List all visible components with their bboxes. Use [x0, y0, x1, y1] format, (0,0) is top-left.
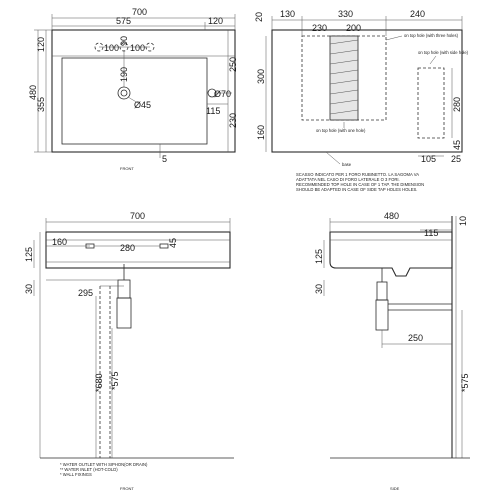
top-plan-view: 20 130 330 240 230 200 300 160 280 45 10… [254, 9, 469, 192]
basin-side-profile [329, 231, 453, 277]
dim-45-front: 45 [168, 238, 178, 248]
top-front-view: 700 575 120 480 355 120 100 100 90 190 Ø… [28, 7, 238, 171]
siphon-side-trap [376, 281, 388, 301]
dim-355: 355 [36, 97, 46, 112]
dim-230: 230 [228, 113, 238, 128]
plan-outline [271, 29, 463, 153]
plan-note-line-3: RECOMMENDED TOP HOLE IN CASE OF 1 TAP. T… [296, 182, 424, 187]
dim-105: 105 [421, 154, 436, 164]
dim-330: 330 [338, 9, 353, 19]
dim-125-side: 125 [314, 249, 324, 264]
dim-480: 480 [28, 85, 38, 100]
drain-inner [120, 89, 128, 97]
bottom-side-view: 480 115 10 125 30 250 *575 SIDE [314, 211, 470, 491]
dim-280-plan: 280 [452, 97, 462, 112]
dim-230-plan: 230 [312, 23, 327, 33]
dim-240: 240 [410, 9, 425, 19]
bottom-side-caption: SIDE [390, 486, 400, 491]
siphon-side-bottle [375, 299, 389, 331]
dim-160-front: 160 [52, 237, 67, 247]
dim-90: 90 [119, 36, 129, 46]
dim-side-hole: Ø70 [214, 89, 231, 99]
tap-slot-right [159, 243, 169, 249]
dim-120-left: 120 [36, 37, 46, 52]
dim-575: 575 [116, 16, 131, 26]
legend-line-3: * WALL FIXINGS [60, 472, 92, 477]
dim-5: 5 [162, 154, 167, 164]
dim-700-front: 700 [130, 211, 145, 221]
dim-575-side: *575 [460, 373, 470, 392]
dim-300: 300 [256, 69, 266, 84]
dim-280-front: 280 [120, 243, 135, 253]
dim-700: 700 [132, 7, 147, 17]
dim-680: *680 [94, 373, 104, 392]
dim-295: 295 [78, 288, 93, 298]
basin-front-body [45, 231, 231, 269]
top-front-caption: FRONT [120, 166, 134, 171]
dim-20: 20 [254, 12, 264, 22]
basin-inner-outline [61, 57, 208, 145]
legend-line-2: ** WATER INLET (HOT-COLD) [60, 467, 118, 472]
dim-30-side: 30 [314, 284, 324, 294]
plan-note-line-2: ADATTATA NEL CASO DI FORO LATERALE O 3 F… [296, 177, 400, 182]
dim-575-front: *575 [110, 371, 120, 390]
note-one-hole: on top hole (with one hole) [316, 128, 366, 133]
basin-outline [51, 29, 236, 153]
dim-100-a: 100 [104, 43, 119, 53]
dim-125-front: 125 [24, 247, 34, 262]
dim-30-front: 30 [24, 284, 34, 294]
bottom-front-view: 700 160 280 45 125 30 295 *680 *575 * WA… [24, 211, 234, 491]
siphon-bottle [116, 297, 132, 329]
bottom-front-caption: FRONT [120, 486, 134, 491]
dim-45-plan: 45 [452, 140, 462, 150]
siphon-trap [117, 279, 131, 299]
dim-115: 115 [206, 106, 220, 116]
dim-250-side: 250 [408, 333, 423, 343]
dim-200-plan: 200 [346, 23, 361, 33]
note-three-holes: on top hole (with three holes) [404, 33, 459, 38]
cutout-center-hatch [329, 35, 359, 121]
plan-note-line-4: SHOULD BE ADAPTED IN CASE OF SIDE TAP HO… [296, 187, 417, 192]
note-side-hole: on top hole (with side hole) [418, 50, 469, 55]
dim-130: 130 [280, 9, 295, 19]
legend-line-1: * WATER OUTLET WITH SIPHON(OR DRAIN) [60, 462, 148, 467]
dim-100-b: 100 [130, 43, 145, 53]
plan-note-line-1: SCASSO INDICATO PER 1 FORO RUBINETTO. LA… [296, 172, 419, 177]
dim-10-side: 10 [458, 216, 468, 226]
cutout-side-hole [417, 67, 445, 139]
dim-120: 120 [208, 16, 223, 26]
dim-160-plan: 160 [256, 125, 266, 140]
dim-190: 190 [119, 67, 129, 82]
dim-480-side: 480 [384, 211, 399, 221]
dim-25: 25 [451, 154, 461, 164]
dim-115-side: 115 [424, 228, 438, 238]
hatch-pattern [329, 39, 359, 115]
dim-250: 250 [228, 57, 238, 72]
dim-drain-diameter: Ø45 [134, 100, 151, 110]
note-base: base [342, 162, 352, 167]
